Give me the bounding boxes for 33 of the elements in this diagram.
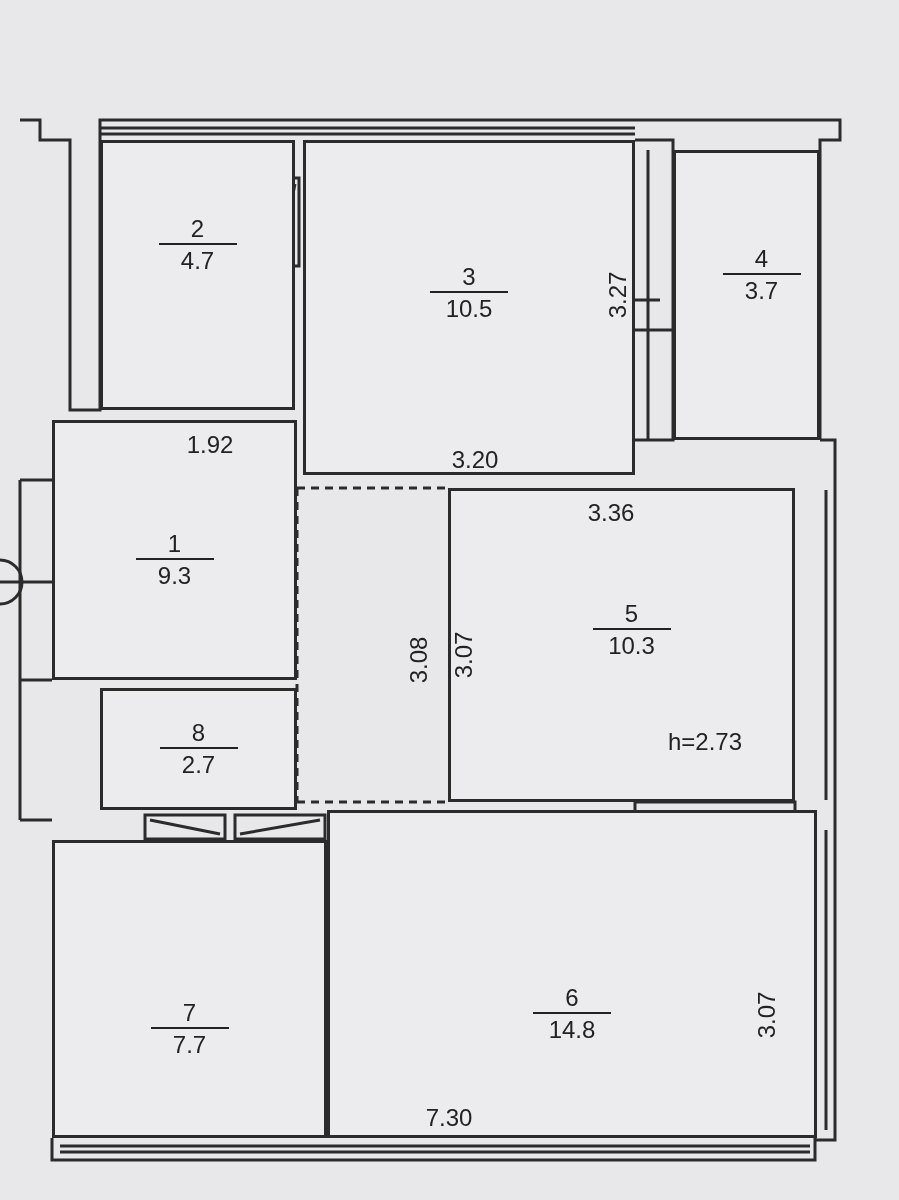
room-area-value: 2.7: [159, 747, 238, 779]
room-number: 5: [624, 600, 639, 628]
room-area: [327, 810, 817, 1138]
dimension-label: 3.36: [587, 499, 635, 527]
dimension-label: 3.07: [450, 631, 478, 679]
room-number: 3: [462, 262, 476, 291]
room-number: 2: [190, 215, 205, 243]
room-area: [52, 840, 327, 1138]
room-area-value: 9.3: [135, 558, 214, 590]
room-area-value: 10.3: [592, 628, 671, 660]
room-number: 7: [182, 999, 197, 1027]
room-area-value: 10.5: [430, 290, 508, 323]
room-number: 1: [167, 530, 182, 558]
dimension-label: 3.27: [604, 271, 632, 319]
room-number: 8: [191, 719, 206, 747]
room-area-value: 7.7: [150, 1027, 229, 1059]
dimension-label: 3.07: [753, 991, 781, 1039]
room-area-value: 4.7: [158, 243, 237, 275]
room-area: [673, 150, 820, 440]
dimension-label: 3.20: [451, 446, 499, 474]
room-area: [100, 688, 297, 810]
room-area: [100, 140, 295, 410]
room-area-value: 3.7: [722, 273, 801, 305]
room-number: 6: [565, 984, 579, 1012]
room-number: 4: [754, 245, 769, 273]
room-area-value: 14.8: [533, 1012, 611, 1044]
dimension-label: 7.30: [425, 1104, 473, 1132]
dimension-label: h=2.73: [667, 728, 743, 756]
dimension-label: 3.08: [405, 636, 433, 684]
room-area: [303, 140, 635, 475]
room-area: [448, 488, 795, 802]
room-area: [52, 420, 297, 680]
dimension-label: 1.92: [186, 431, 234, 459]
